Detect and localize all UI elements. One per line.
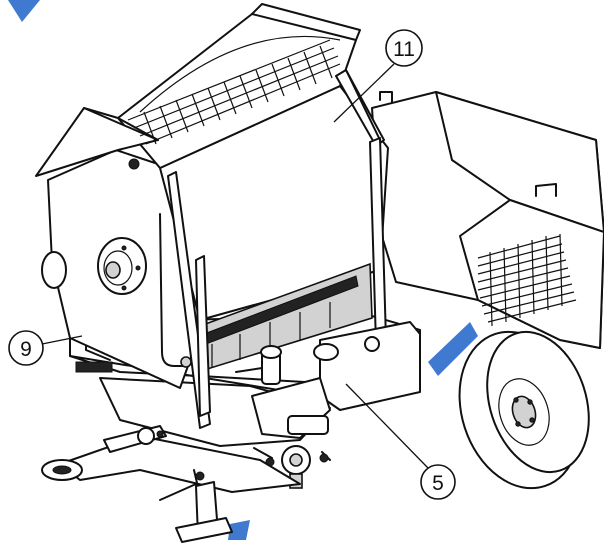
callout-5-label: 5: [432, 472, 444, 495]
callout-5: 5: [345, 383, 456, 500]
drawbar: [41, 425, 301, 501]
side-handle: [128, 158, 192, 368]
callout-9: 9: [8, 330, 83, 366]
hopper-grating: [127, 35, 341, 145]
vent-grille: [477, 233, 577, 327]
callout-11: 11: [333, 29, 423, 123]
callout-9-label: 9: [20, 338, 32, 361]
support-leg: [175, 481, 233, 543]
wheel: [458, 330, 590, 490]
frame-bars: [167, 69, 387, 429]
pump-assembly: [235, 321, 421, 489]
engine-housing: [371, 91, 604, 349]
callout-11-label: 11: [393, 38, 415, 61]
gear-hub: [41, 237, 147, 295]
